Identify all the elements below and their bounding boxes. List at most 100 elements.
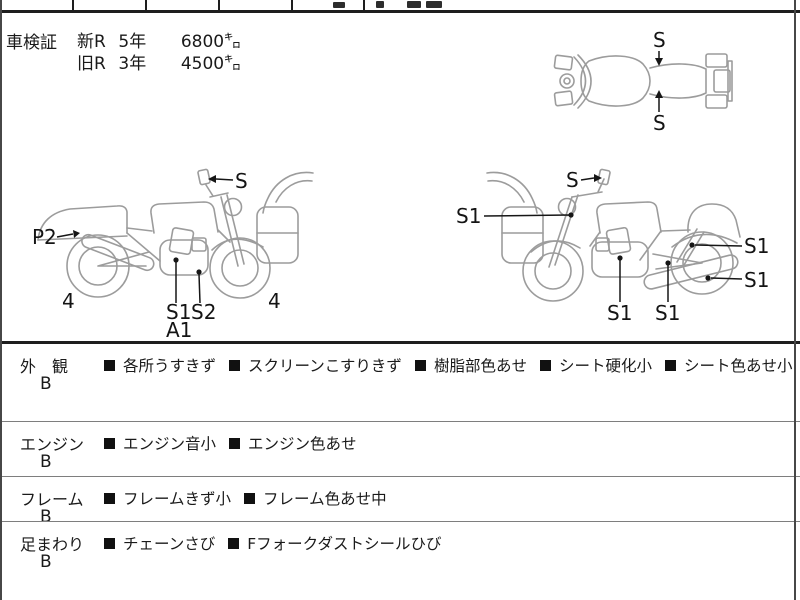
right-view-marks: S S1 S1 S1 S1 S1 xyxy=(456,168,769,325)
frame-mark-label: S1 xyxy=(655,301,680,325)
defect-bullet-icon xyxy=(414,359,426,371)
defect-text: チェーンさび xyxy=(123,535,216,553)
defect-text: 各所うすきず xyxy=(123,357,217,375)
shaken-row-new: 新R 5年 6800㌔ xyxy=(77,32,241,52)
defect-item: シート硬化小 xyxy=(539,354,652,376)
cropped-text-fragment xyxy=(407,1,421,8)
defect-text: フレーム色あせ中 xyxy=(263,490,387,508)
table-divider xyxy=(363,0,365,10)
defect-item: スクリーンこすりきず xyxy=(229,354,402,376)
front-tire-mark-label: 4 xyxy=(268,289,281,313)
shaken-era-new: 新R xyxy=(77,32,106,52)
defect-item: エンジン音小 xyxy=(104,432,216,454)
engine-a1-mark-label: A1 xyxy=(166,318,192,342)
section-grade: B xyxy=(40,552,52,572)
defect-bullet-icon xyxy=(229,359,241,371)
rear-shock-mark-label: S1 xyxy=(744,234,769,258)
defect-item: 各所うすきず xyxy=(104,354,216,376)
sheet-right-border xyxy=(794,0,796,600)
defect-bullet-icon xyxy=(104,492,115,504)
seat-mark-bottom-label: S xyxy=(653,111,666,135)
shaken-row-old: 旧R 3年 4500㌔ xyxy=(77,54,241,74)
arrow-down-icon xyxy=(655,58,663,66)
defect-list: チェーンさび Fフォークダストシールひび xyxy=(104,532,442,554)
defect-text: エンジン音小 xyxy=(123,435,217,453)
motorcycle-damage-diagram: S S xyxy=(32,28,769,342)
mirror-mark-label: S xyxy=(566,168,579,192)
defect-text: フレームきず小 xyxy=(123,490,232,508)
shaken-distance-old: 4500㌔ xyxy=(180,54,242,74)
section-exterior: 外 観 B 各所うすきず スクリーンこすりきず 樹脂部色あせ シート硬化小 シー… xyxy=(0,344,800,421)
section-label: フレーム xyxy=(20,490,84,509)
table-divider xyxy=(145,0,147,10)
mirror-mark-label: S xyxy=(235,169,248,193)
left-side-bike-drawing xyxy=(37,168,271,299)
defect-item: Fフォークダストシールひび xyxy=(228,532,442,554)
shaken-distance-new: 6800㌔ xyxy=(180,32,242,52)
top-view-seat-marks: S S xyxy=(653,28,666,135)
section-label: 足まわり xyxy=(20,535,85,554)
section-frame: フレーム B フレームきず小 フレーム色あせ中 xyxy=(0,476,800,527)
defect-text: シート色あせ小 xyxy=(683,357,793,375)
rear-tire-mark-label: 4 xyxy=(62,289,75,313)
defect-item: フレーム色あせ中 xyxy=(244,487,387,509)
sections-top-border xyxy=(0,341,800,344)
defect-list: エンジン音小 エンジン色あせ xyxy=(104,432,357,454)
shaken-era-old: 旧R xyxy=(77,54,106,74)
defect-text: エンジン色あせ xyxy=(248,435,357,453)
top-view-bike-drawing xyxy=(553,53,733,109)
defect-bullet-icon xyxy=(104,359,115,371)
section-grade: B xyxy=(40,374,52,394)
engine-mark-label: S1 xyxy=(607,301,632,325)
arrow-right-icon xyxy=(594,174,602,182)
section-label: エンジン xyxy=(20,435,85,454)
shaken-years-new: 5年 xyxy=(118,32,147,52)
cropped-text-fragment xyxy=(426,1,442,8)
cropped-text-fragment xyxy=(333,2,345,8)
defect-text: Fフォークダストシールひび xyxy=(247,535,442,553)
section-label: 外 観 xyxy=(20,357,69,376)
shaken-years-old: 3年 xyxy=(118,54,147,74)
rear-fender-mark-label: P2 xyxy=(32,225,57,249)
seat-mark-top-label: S xyxy=(653,28,666,52)
defect-item: シート色あせ小 xyxy=(664,354,793,376)
defect-bullet-icon xyxy=(104,537,115,549)
header-bottom-border xyxy=(0,10,800,13)
engine-s1-mark-label: S1 xyxy=(166,300,191,324)
sheet-left-border xyxy=(0,0,2,600)
rear-view-fairing-drawing xyxy=(486,171,544,264)
guard-s2-mark-label: S2 xyxy=(191,300,216,324)
section-engine: エンジン B エンジン音小 エンジン色あせ xyxy=(0,421,800,476)
defect-item: 樹脂部色あせ xyxy=(414,354,527,376)
left-view-marks: S P2 4 4 S1 S2 A1 xyxy=(32,169,281,342)
section-grade: B xyxy=(40,507,52,527)
front-view-fairing-drawing xyxy=(256,171,314,264)
front-fork-mark-label: S1 xyxy=(456,204,481,228)
defect-item: エンジン色あせ xyxy=(229,432,357,454)
rear-wheel-mark-label: S1 xyxy=(744,268,769,292)
section-undercarriage: 足まわり B チェーンさび Fフォークダストシールひび xyxy=(0,521,800,600)
defect-bullet-icon xyxy=(104,437,115,449)
section-grade: B xyxy=(40,452,52,472)
arrow-up-icon xyxy=(655,90,663,98)
defect-bullet-icon xyxy=(664,359,676,371)
arrow-right-icon xyxy=(73,230,80,238)
defect-text: 樹脂部色あせ xyxy=(433,357,527,375)
defect-item: フレームきず小 xyxy=(104,487,231,509)
defect-bullet-icon xyxy=(228,537,240,549)
defect-bullet-icon xyxy=(539,359,551,371)
defect-text: スクリーンこすりきず xyxy=(248,357,402,375)
right-side-bike-drawing xyxy=(522,168,741,302)
defect-bullet-icon xyxy=(229,437,241,449)
defect-bullet-icon xyxy=(244,492,256,504)
defect-list: 各所うすきず スクリーンこすりきず 樹脂部色あせ シート硬化小 シート色あせ小 xyxy=(104,354,792,376)
cropped-text-fragment xyxy=(376,1,384,8)
table-divider xyxy=(291,0,293,10)
defect-text: シート硬化小 xyxy=(558,357,652,375)
arrow-left-icon xyxy=(208,175,216,183)
table-divider xyxy=(72,0,74,10)
defect-item: チェーンさび xyxy=(104,532,215,554)
defect-list: フレームきず小 フレーム色あせ中 xyxy=(104,487,387,509)
shaken-label: 車検証 xyxy=(6,33,57,53)
